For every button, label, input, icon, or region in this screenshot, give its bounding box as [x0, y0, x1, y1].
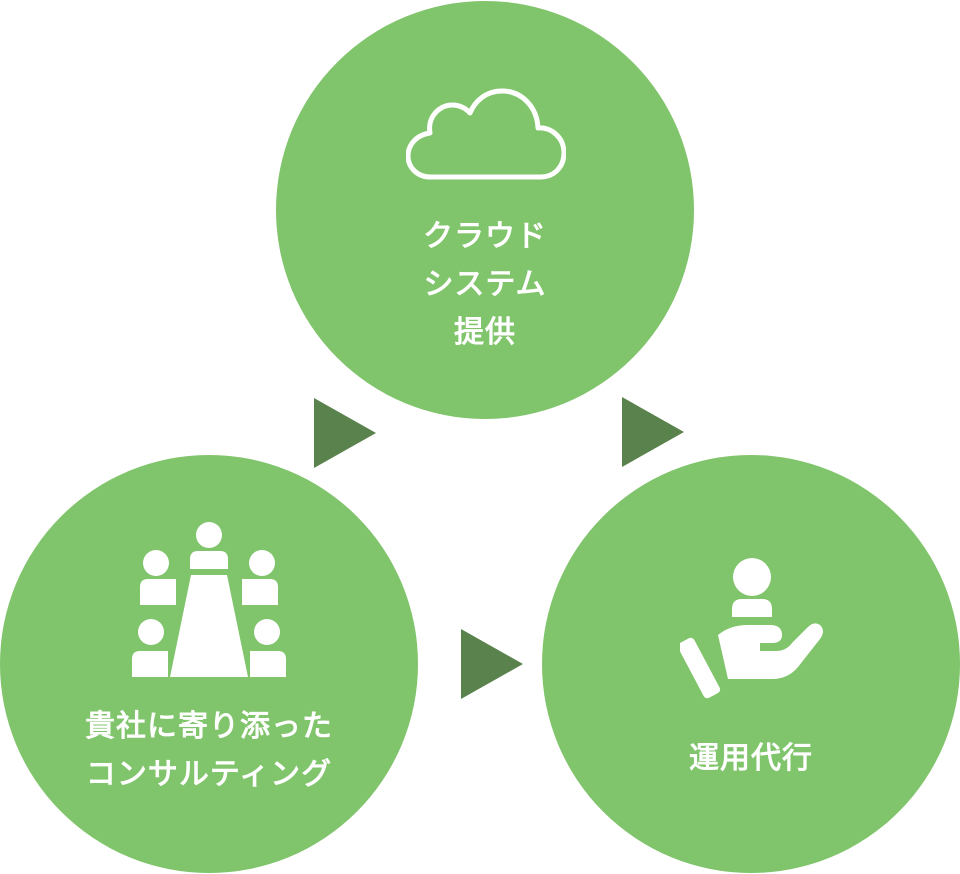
meeting-table-icon [132, 522, 286, 677]
cloud-label-line-3: 提供 [454, 315, 516, 350]
consulting-label-line-1: 貴社に寄り添った [85, 709, 333, 744]
consulting-label: 貴社に寄り添った コンサルティング [0, 703, 418, 799]
cloud-label-line-1: クラウド [423, 219, 547, 254]
cloud-label-line-2: システム [423, 267, 547, 302]
cloud-icon [406, 88, 566, 180]
consulting-label-line-2: コンサルティング [85, 757, 333, 792]
arrow-consulting-to-cloud [314, 398, 376, 468]
operation-node: 運用代行 [542, 455, 960, 873]
arrow-cloud-to-operation [622, 397, 684, 467]
operation-label: 運用代行 [542, 735, 960, 783]
operation-label-line-1: 運用代行 [689, 741, 813, 776]
hand-person-icon [680, 558, 823, 699]
cloud-system-label: クラウド システム 提供 [276, 213, 694, 357]
cloud-system-node: クラウド システム 提供 [276, 1, 694, 419]
consulting-node: 貴社に寄り添った コンサルティング [0, 455, 418, 873]
arrow-consulting-to-operation [461, 629, 523, 699]
